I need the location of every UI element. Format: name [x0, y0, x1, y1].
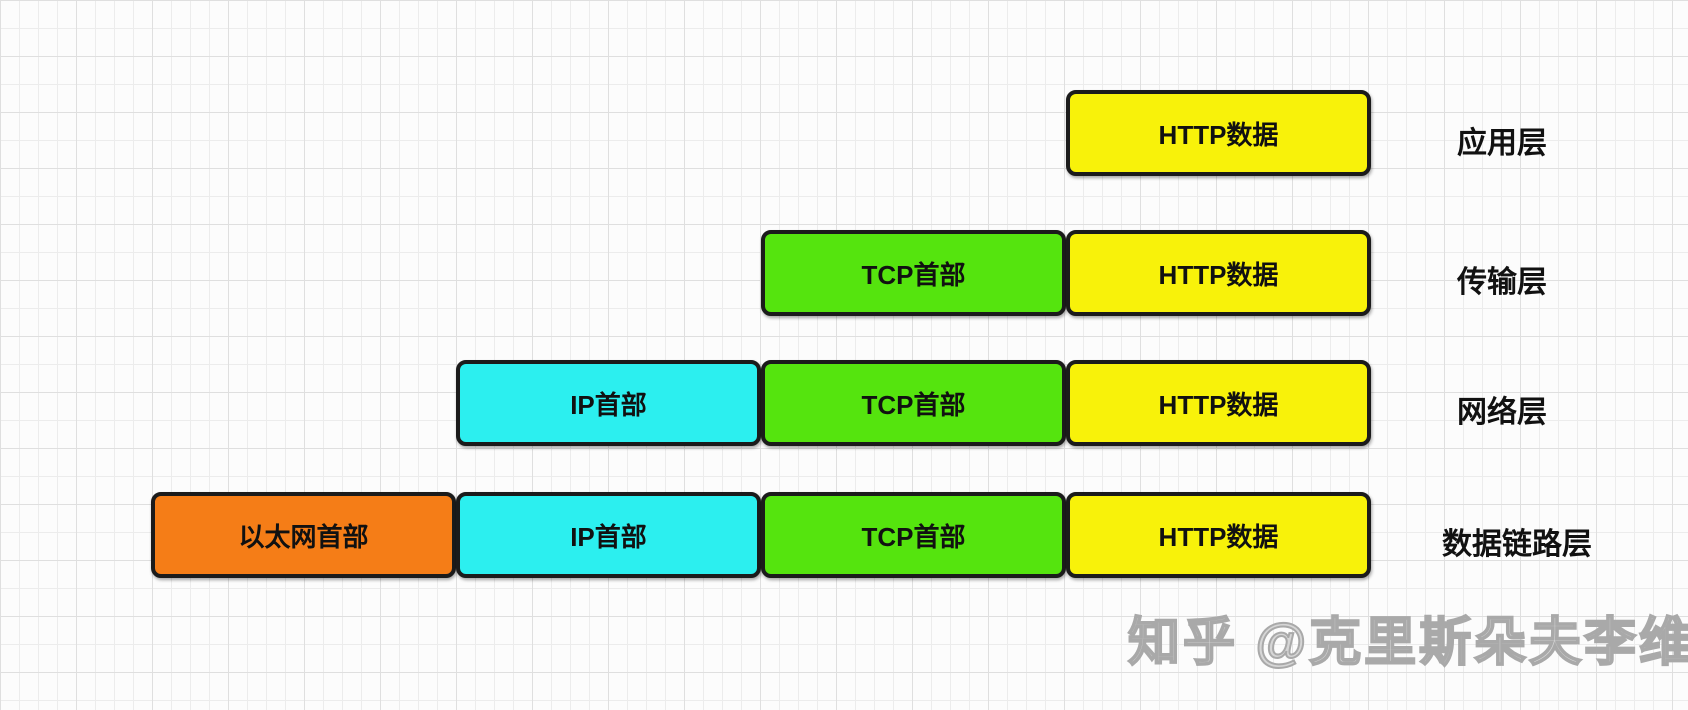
layer-label-application: 应用层	[1457, 127, 1547, 160]
box-label: HTTP数据	[1158, 119, 1279, 150]
box-tcp-header-network: TCP首部	[761, 360, 1066, 446]
box-label: IP首部	[570, 521, 647, 552]
box-label: HTTP数据	[1158, 259, 1279, 290]
layer-label-network: 网络层	[1457, 396, 1547, 429]
box-label: TCP首部	[861, 521, 966, 552]
box-http-data-application: HTTP数据	[1066, 90, 1371, 176]
box-label: 以太网首部	[238, 521, 369, 552]
box-tcp-header-transport: TCP首部	[761, 230, 1066, 316]
box-ethernet-header-datalink: 以太网首部	[151, 492, 456, 578]
box-ip-header-datalink: IP首部	[456, 492, 761, 578]
box-label: HTTP数据	[1158, 389, 1279, 420]
box-label: HTTP数据	[1158, 521, 1279, 552]
layer-label-transport: 传输层	[1457, 266, 1547, 299]
box-tcp-header-datalink: TCP首部	[761, 492, 1066, 578]
layer-label-datalink: 数据链路层	[1442, 528, 1592, 561]
zhihu-watermark: 知乎 @克里斯朵夫李维	[1127, 613, 1688, 673]
box-label: TCP首部	[861, 389, 966, 420]
box-http-data-transport: HTTP数据	[1066, 230, 1371, 316]
box-http-data-datalink: HTTP数据	[1066, 492, 1371, 578]
box-label: TCP首部	[861, 259, 966, 290]
box-label: IP首部	[570, 389, 647, 420]
box-http-data-network: HTTP数据	[1066, 360, 1371, 446]
box-ip-header-network: IP首部	[456, 360, 761, 446]
